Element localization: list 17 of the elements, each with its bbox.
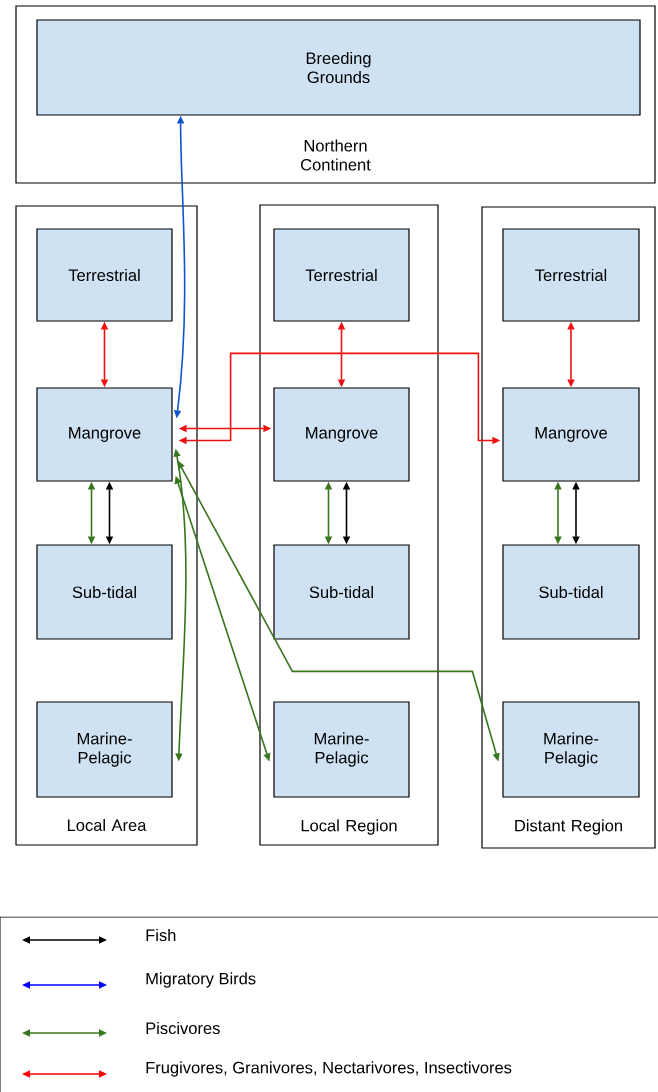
- habitat-box: Mangrove: [36, 387, 173, 482]
- legend-label: Frugivores, Granivores, Nectarivores, Insectivores: [146, 1061, 512, 1077]
- habitat-box: Marine-Pelagic: [502, 701, 640, 798]
- legend-label: Migratory Birds: [146, 972, 256, 988]
- habitat-box: Marine-Pelagic: [273, 701, 410, 798]
- habitat-box: Breeding Grounds: [36, 19, 641, 116]
- habitat-box: Sub-tidal: [36, 544, 173, 640]
- habitat-box: Sub-tidal: [273, 544, 410, 640]
- habitat-box: Terrestrial: [36, 228, 173, 322]
- legend-label: Piscivores: [146, 1021, 220, 1035]
- habitat-box: Mangrove: [273, 387, 410, 482]
- habitat-box: Terrestrial: [273, 228, 410, 322]
- habitat-box: Terrestrial: [502, 228, 640, 322]
- habitat-box: Marine-Pelagic: [36, 701, 173, 798]
- legend-label: Fish: [146, 928, 176, 942]
- habitat-box: Mangrove: [502, 387, 640, 482]
- habitat-box: Sub-tidal: [502, 544, 640, 640]
